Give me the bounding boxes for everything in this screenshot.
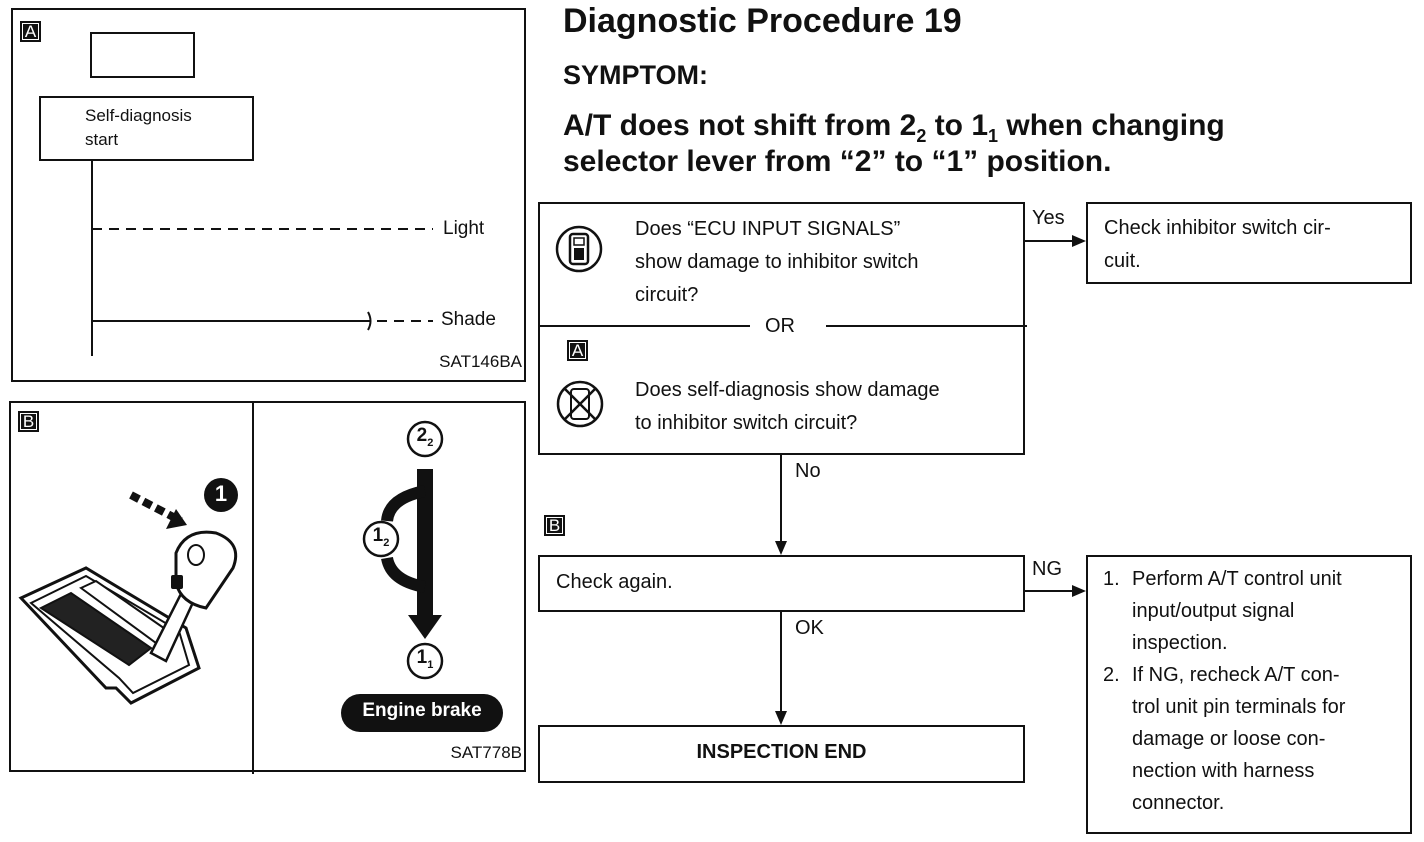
self-diagnosis-start-box: Self-diagnosis start bbox=[39, 96, 254, 161]
symptom-line-2: selector lever from “2” to “1” position. bbox=[563, 145, 1112, 178]
ng-step-1-line-2: input/output signal bbox=[1132, 600, 1295, 622]
consult-tester-icon bbox=[555, 225, 603, 273]
ng-step-2-num: 2. bbox=[1103, 664, 1120, 686]
ng-step-2-line-4: nection with harness bbox=[1132, 760, 1315, 782]
timing-chart bbox=[91, 161, 433, 356]
q1-line-3: circuit? bbox=[635, 284, 699, 306]
yes-result-box: Check inhibitor switch cir- cuit. bbox=[1086, 202, 1412, 284]
ng-step-1-line-3: inspection. bbox=[1132, 632, 1228, 654]
figure-a-tag: A bbox=[20, 21, 41, 42]
ng-step-2-line-2: trol unit pin terminals for bbox=[1132, 696, 1346, 718]
position-1-1: 11 bbox=[408, 647, 442, 671]
figure-b-code: SAT778B bbox=[450, 743, 522, 762]
yes-line-2: cuit. bbox=[1104, 250, 1141, 272]
figure-a-self-diagnosis: A Self-diagnosis start Light Shade SAT14… bbox=[11, 8, 526, 382]
no-tools-icon bbox=[556, 380, 604, 428]
ng-step-2-line-5: connector. bbox=[1132, 792, 1225, 814]
symptom-l1-sub2: 1 bbox=[988, 126, 999, 146]
ng-step-2-line-1: If NG, recheck A/T con- bbox=[1132, 664, 1340, 686]
shift-pattern-diagram bbox=[341, 420, 503, 732]
or-divider bbox=[540, 325, 1027, 327]
ng-step-1-line-1: Perform A/T control unit bbox=[1132, 568, 1342, 590]
position-2-2: 22 bbox=[408, 425, 442, 449]
shade-label: Shade bbox=[441, 309, 496, 330]
inspection-end-box: INSPECTION END bbox=[538, 725, 1025, 783]
check-again-label: Check again. bbox=[556, 571, 673, 593]
ok-label: OK bbox=[795, 617, 824, 639]
figure-b-selector-lever: B 1 22 12 bbox=[9, 401, 526, 774]
figure-a-code: SAT146BA bbox=[439, 352, 522, 371]
question-box: Does “ECU INPUT SIGNALS” show damage to … bbox=[538, 202, 1027, 455]
position-1-1-main: 1 bbox=[416, 647, 428, 668]
symptom-line-1: A/T does not shift from 22 to 11 when ch… bbox=[563, 108, 1225, 154]
inspection-end-label: INSPECTION END bbox=[696, 741, 867, 763]
ng-step-1-num: 1. bbox=[1103, 568, 1120, 590]
position-1-2-main: 1 bbox=[372, 525, 384, 546]
position-2-2-sub: 2 bbox=[427, 436, 434, 449]
divider-line bbox=[252, 403, 254, 774]
yes-label: Yes bbox=[1032, 207, 1065, 229]
symptom-l1-b: to 1 bbox=[926, 109, 989, 142]
start-label-line2: start bbox=[85, 130, 119, 149]
position-1-2: 12 bbox=[364, 525, 398, 549]
question-tag-a: A bbox=[567, 340, 588, 361]
symptom-label: SYMPTOM: bbox=[563, 60, 709, 90]
position-1-2-sub: 2 bbox=[383, 536, 390, 549]
symptom-l1-c: when changing bbox=[998, 109, 1225, 142]
ng-step-2-line-3: damage or loose con- bbox=[1132, 728, 1326, 750]
figure-b-tag: B bbox=[18, 411, 39, 432]
or-label: OR bbox=[765, 315, 795, 337]
light-label: Light bbox=[443, 218, 485, 239]
check-again-box: Check again. bbox=[538, 555, 1025, 612]
flow-tag-b: B bbox=[544, 515, 565, 536]
q1-line-2: show damage to inhibitor switch bbox=[635, 251, 919, 273]
selector-lever-illustration bbox=[18, 478, 238, 705]
symptom-l1-a: A/T does not shift from 2 bbox=[563, 109, 917, 142]
no-label: No bbox=[795, 460, 821, 482]
page-title: Diagnostic Procedure 19 bbox=[563, 2, 962, 40]
position-1-1-sub: 1 bbox=[427, 658, 434, 671]
start-label-line1: Self-diagnosis bbox=[85, 106, 192, 125]
q2-line-2: to inhibitor switch circuit? bbox=[635, 412, 858, 434]
indicator-lamp-box bbox=[90, 32, 195, 78]
yes-line-1: Check inhibitor switch cir- bbox=[1104, 217, 1331, 239]
lever-push-number: 1 bbox=[214, 481, 228, 506]
q1-line-1: Does “ECU INPUT SIGNALS” bbox=[635, 218, 901, 240]
ng-label: NG bbox=[1032, 558, 1062, 580]
symptom-l1-sub1: 2 bbox=[916, 126, 927, 146]
ng-result-box: 1. Perform A/T control unit input/output… bbox=[1086, 555, 1412, 834]
q2-line-1: Does self-diagnosis show damage bbox=[635, 379, 940, 401]
position-2-2-main: 2 bbox=[416, 425, 428, 446]
engine-brake-label: Engine brake bbox=[362, 700, 482, 721]
